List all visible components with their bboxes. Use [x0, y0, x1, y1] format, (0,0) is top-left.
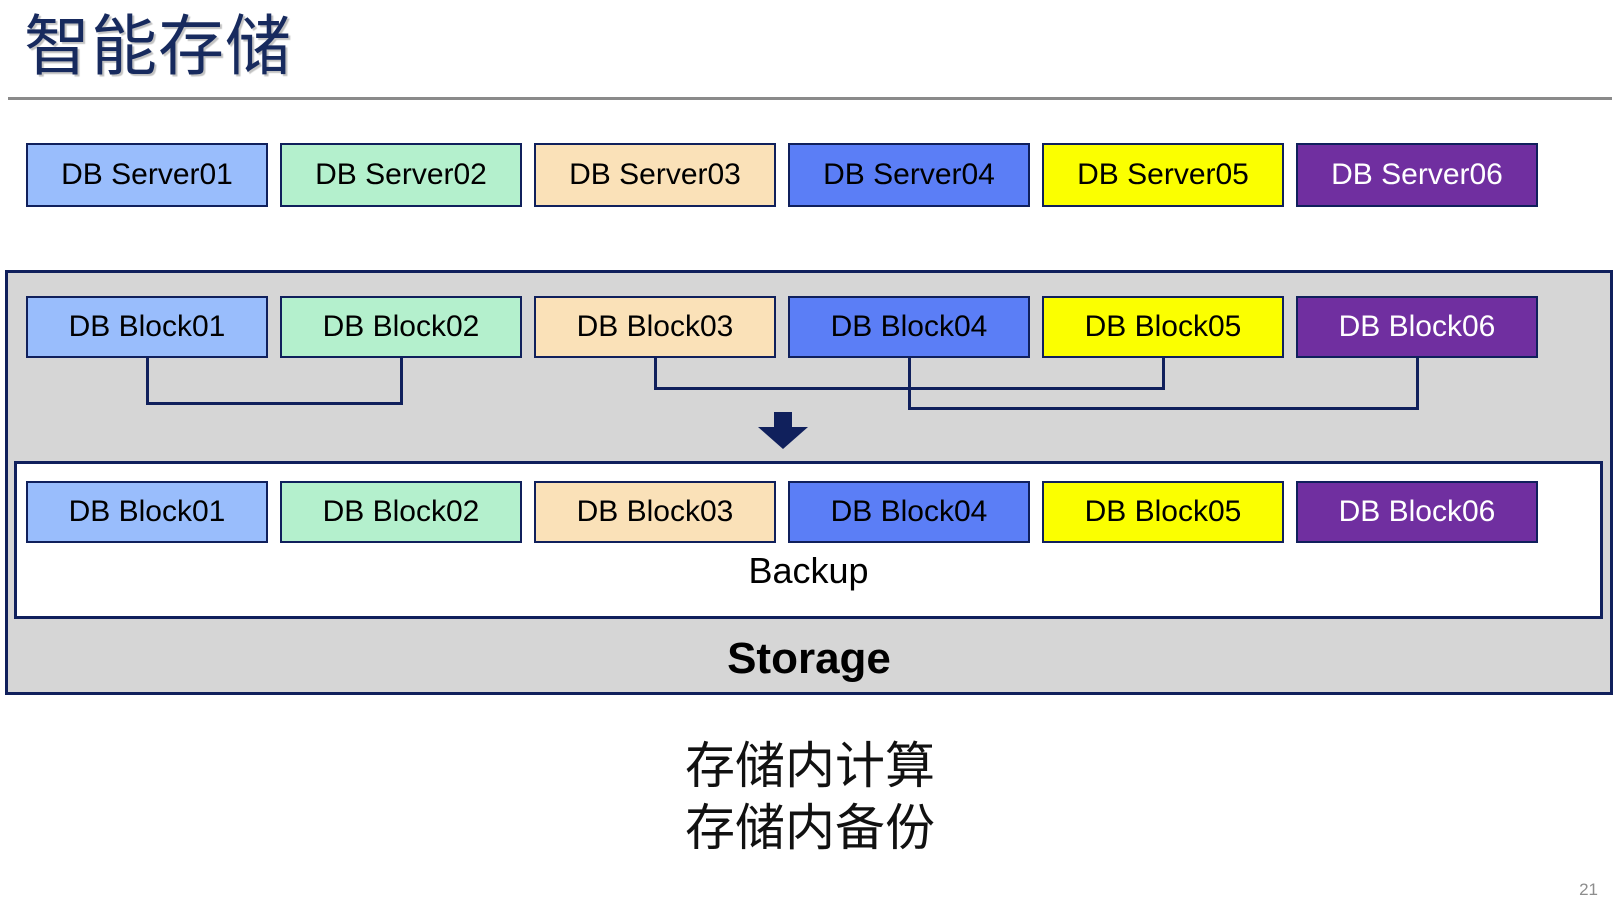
connector-block01-drop: [146, 358, 149, 405]
db-server-node-3: DB Server03: [534, 143, 776, 207]
db-server-node-2: DB Server02: [280, 143, 522, 207]
db-server-node-6: DB Server06: [1296, 143, 1538, 207]
connector-block04-drop: [908, 358, 911, 410]
caption-line-2: 存储内备份: [685, 800, 935, 856]
db-server-node-label: DB Server04: [823, 158, 995, 191]
db-block-backup-node-label: DB Block03: [576, 495, 734, 528]
storage-label: Storage: [727, 634, 891, 683]
db-block-backup-node-6: DB Block06: [1296, 481, 1538, 543]
db-block-node-label: DB Block04: [830, 310, 988, 343]
db-server-node-4: DB Server04: [788, 143, 1030, 207]
db-server-node-label: DB Server06: [1331, 158, 1503, 191]
backup-label: Backup: [748, 550, 869, 591]
db-block-backup-node-4: DB Block04: [788, 481, 1030, 543]
connector-block05-drop: [1162, 358, 1165, 390]
db-block-backup-node-label: DB Block06: [1338, 495, 1496, 528]
db-block-node-label: DB Block05: [1084, 310, 1242, 343]
db-server-node-label: DB Server02: [315, 158, 487, 191]
db-block-backup-node-label: DB Block05: [1084, 495, 1242, 528]
connector-block01-block02-join: [146, 402, 403, 405]
db-block-node-label: DB Block06: [1338, 310, 1496, 343]
connector-block04-block06-join: [908, 407, 1419, 410]
page-number: 21: [1579, 880, 1598, 899]
db-block-node-label: DB Block02: [322, 310, 480, 343]
connector-block06-drop: [1416, 358, 1419, 410]
db-server-node-1: DB Server01: [26, 143, 268, 207]
title-divider: [8, 97, 1612, 100]
db-block-node-4: DB Block04: [788, 296, 1030, 358]
caption-block: 存储内计算存储内备份: [0, 735, 1620, 859]
db-block-node-6: DB Block06: [1296, 296, 1538, 358]
db-block-backup-node-label: DB Block04: [830, 495, 988, 528]
connector-block03-drop: [654, 358, 657, 390]
page-title: 智能存储: [24, 9, 292, 83]
db-block-node-1: DB Block01: [26, 296, 268, 358]
db-block-node-label: DB Block03: [576, 310, 734, 343]
db-server-node-label: DB Server03: [569, 158, 741, 191]
db-block-backup-node-5: DB Block05: [1042, 481, 1284, 543]
db-block-backup-node-label: DB Block02: [322, 495, 480, 528]
connector-block02-drop: [400, 358, 403, 405]
db-server-node-5: DB Server05: [1042, 143, 1284, 207]
db-server-node-label: DB Server05: [1077, 158, 1249, 191]
db-block-backup-node-2: DB Block02: [280, 481, 522, 543]
db-block-backup-node-label: DB Block01: [68, 495, 226, 528]
db-block-backup-node-3: DB Block03: [534, 481, 776, 543]
db-block-node-label: DB Block01: [68, 310, 226, 343]
db-block-node-3: DB Block03: [534, 296, 776, 358]
db-server-node-label: DB Server01: [61, 158, 233, 191]
downward-arrow-icon: [757, 412, 809, 450]
db-block-node-5: DB Block05: [1042, 296, 1284, 358]
db-block-backup-node-1: DB Block01: [26, 481, 268, 543]
db-block-node-2: DB Block02: [280, 296, 522, 358]
caption-line-1: 存储内计算: [685, 738, 935, 794]
